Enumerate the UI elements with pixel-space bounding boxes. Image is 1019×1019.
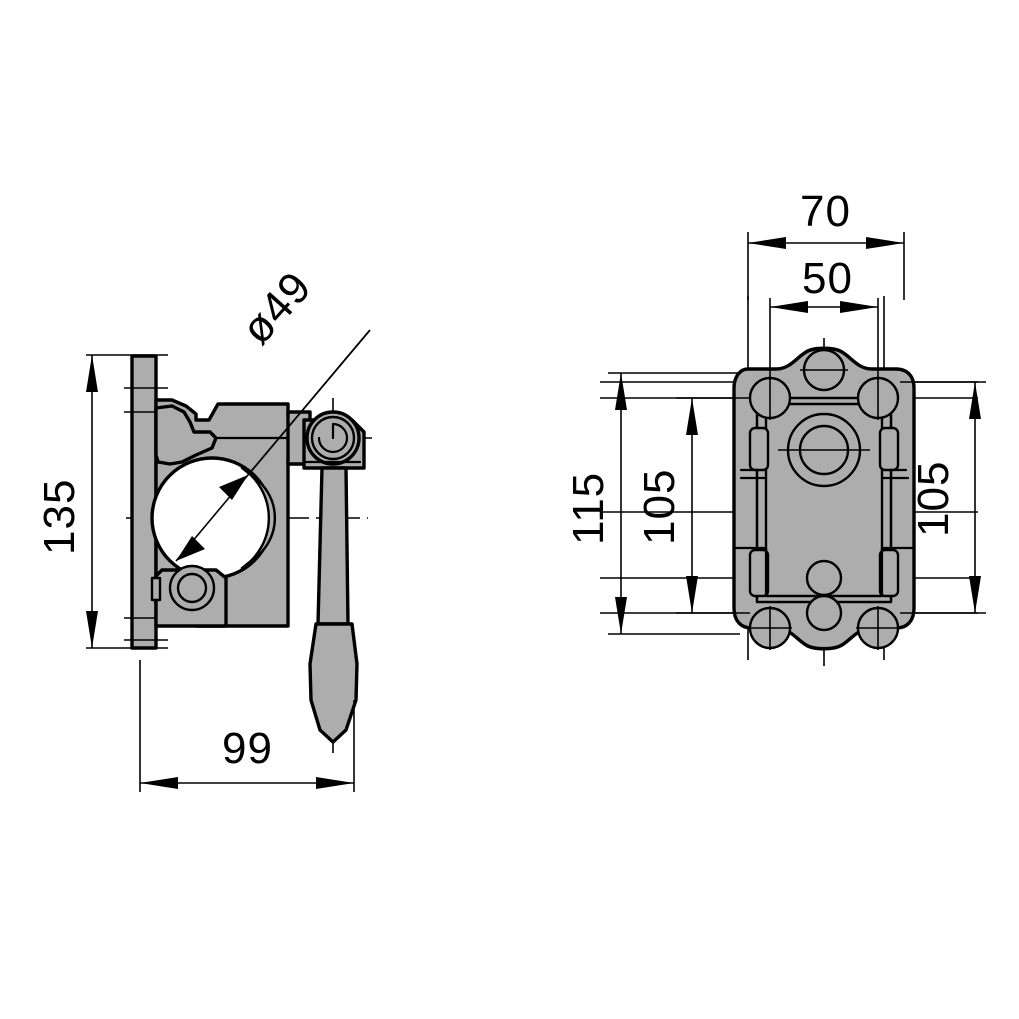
pivot-assembly: [286, 410, 366, 470]
arrow-105R-top: [969, 382, 981, 419]
dim-label-70: 70: [800, 187, 851, 236]
clamp-body-block: [150, 398, 294, 628]
dim-label-115: 115: [564, 472, 613, 545]
arrow-70-right: [866, 237, 904, 249]
arrow-115-top: [615, 373, 627, 410]
arrow-115-bottom: [615, 597, 627, 634]
dim-label-105-right: 105: [909, 461, 958, 537]
arrow-50-left: [770, 301, 808, 313]
upper-left-cast-boss: [154, 404, 218, 466]
dimension-width-50: 50: [769, 254, 879, 380]
arrow-70-left: [748, 237, 786, 249]
left-lower-rib-slot: [748, 548, 770, 598]
lower-fastener-inner-circle: [176, 572, 208, 604]
right-side-rib-details: [878, 396, 914, 604]
dimension-height-105-left: 105: [635, 397, 750, 614]
locking-lever: [308, 466, 359, 744]
left-side-rib-details: [734, 396, 770, 604]
bore-diameter-leader: [247, 329, 371, 476]
dim-label-bore-diameter: ø49: [232, 262, 321, 353]
clamp-slot-crescent: [240, 466, 276, 570]
dim-label-50: 50: [802, 254, 853, 303]
dimension-height-105-right: 105: [900, 381, 986, 614]
arrow-50-right: [840, 301, 878, 313]
pivot-spiral-detail: [317, 422, 349, 454]
bolt-hole-bottom-boss: [805, 594, 843, 632]
dim-label-99: 99: [222, 724, 273, 773]
right-lower-rib-slot: [878, 548, 900, 598]
dimension-depth-99: 99: [139, 660, 355, 792]
arrow-105L-top: [686, 398, 698, 435]
dim-label-105-left: 105: [635, 469, 684, 545]
right-front-plan-view: 70 50 115: [564, 187, 986, 666]
flange-notch-rib: [150, 576, 162, 602]
left-lower-rib-step: [734, 546, 768, 598]
arrow-135-top: [86, 355, 98, 392]
left-side-elevation-view: ø49 135 99: [35, 262, 372, 792]
bolt-hole-lower-center: [805, 559, 843, 597]
dimension-width-70: 70: [747, 187, 905, 300]
bore-diameter-arrow-upper: [219, 475, 248, 500]
arrow-99-right: [316, 777, 354, 789]
right-upper-rib-slot: [878, 426, 900, 472]
lever-shaft: [316, 466, 350, 626]
arrow-135-bottom: [86, 611, 98, 648]
right-lower-rib-step: [880, 546, 914, 598]
arrow-105L-bottom: [686, 576, 698, 613]
arrow-99-left: [140, 777, 178, 789]
arrow-105R-bottom: [969, 576, 981, 613]
dimension-height-135: 135: [35, 354, 168, 649]
bore-diameter-arrow-lower: [176, 536, 205, 561]
flange-plate-body: [130, 354, 158, 650]
dim-label-135: 135: [35, 479, 84, 555]
plate-bolt-holes: [748, 348, 900, 650]
lever-grip-handle: [308, 622, 359, 744]
dimension-height-115: 115: [564, 372, 740, 635]
left-upper-rib-slot: [748, 426, 770, 472]
